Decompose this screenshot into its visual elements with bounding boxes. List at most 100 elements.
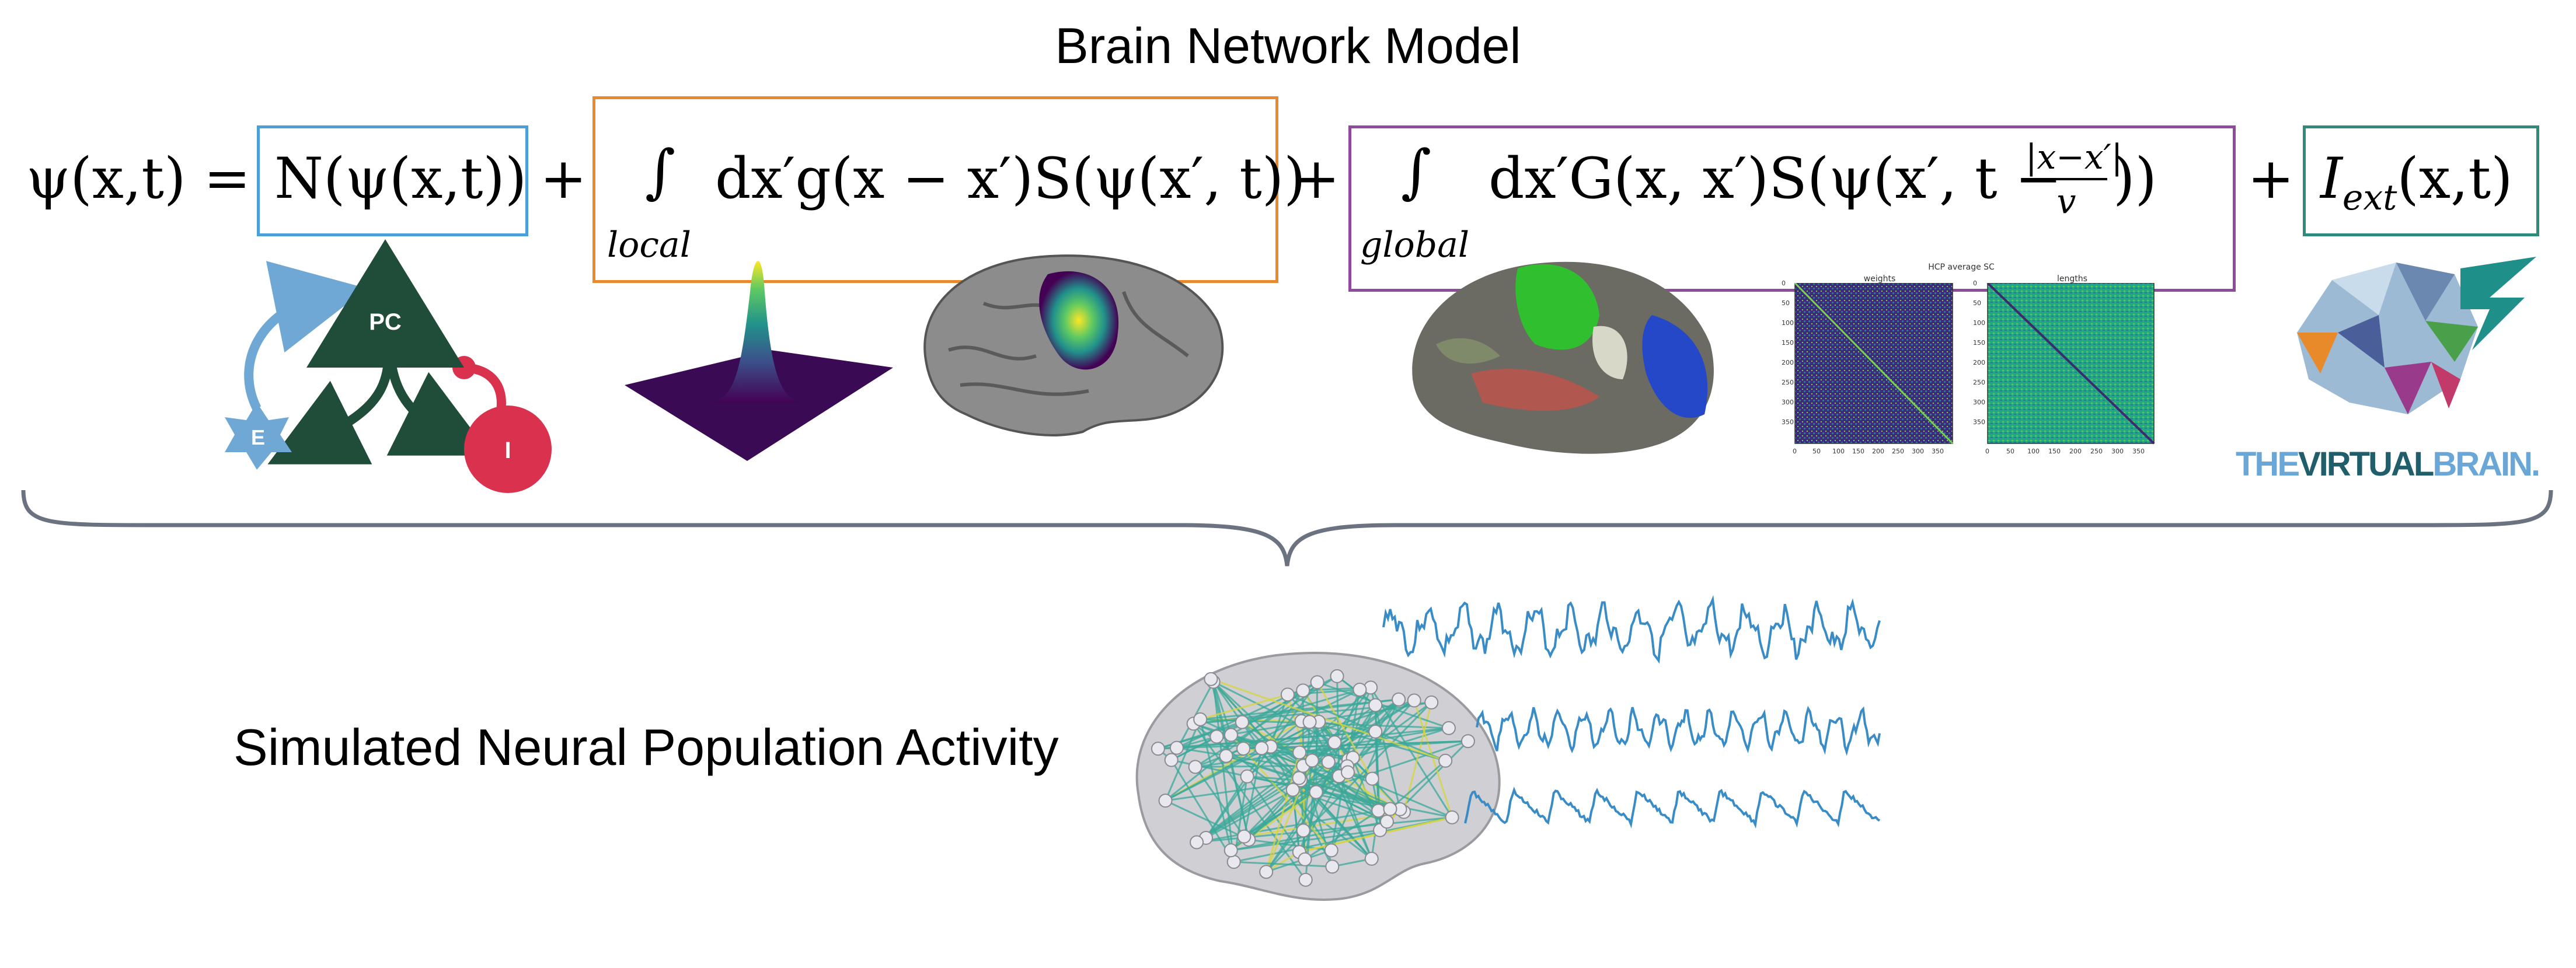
network-node bbox=[1158, 794, 1173, 808]
weights-x-tick: 0 bbox=[1793, 448, 1797, 455]
network-node bbox=[1340, 765, 1355, 780]
network-node bbox=[1324, 843, 1338, 858]
global-term-close: )) bbox=[2113, 146, 2157, 211]
connectivity-matrices bbox=[1794, 283, 2155, 445]
weights-x-tick: 300 bbox=[1912, 448, 1924, 455]
network-edge bbox=[1311, 760, 1379, 812]
logo-the: THE bbox=[2236, 445, 2300, 483]
network-node bbox=[1392, 692, 1406, 707]
activity-traces bbox=[1382, 595, 1881, 829]
weights-y-tick: 100 bbox=[1782, 319, 1794, 327]
activity-trace-2 bbox=[1476, 705, 1881, 756]
network-node bbox=[1330, 669, 1344, 683]
weights-x-tick: 150 bbox=[1852, 448, 1864, 455]
network-edge bbox=[1287, 693, 1446, 762]
local-activity-patch bbox=[1039, 271, 1119, 370]
network-node bbox=[1321, 754, 1336, 769]
network-node bbox=[1445, 810, 1459, 824]
network-node bbox=[1259, 865, 1274, 879]
weights-x-tick: 200 bbox=[1872, 448, 1884, 455]
fraction-denominator: v bbox=[2056, 181, 2076, 221]
external-input-term: Iext(x,t) bbox=[2320, 146, 2513, 218]
activity-trace-3 bbox=[1464, 787, 1881, 829]
cortex-local-activity bbox=[923, 254, 1224, 436]
weights-x-tick: 250 bbox=[1892, 448, 1904, 455]
lengths-x-tick: 250 bbox=[2090, 448, 2103, 455]
network-node bbox=[1365, 771, 1379, 786]
network-edge bbox=[1317, 681, 1449, 729]
weights-y-tick: 150 bbox=[1782, 339, 1794, 347]
activity-trace-1 bbox=[1382, 595, 1881, 664]
matrix-suptitle: HCP average SC bbox=[1928, 263, 1995, 272]
e-star bbox=[225, 403, 292, 470]
network-node bbox=[1151, 742, 1165, 756]
network-edge bbox=[1165, 719, 1201, 801]
ext-subscript: ext bbox=[2342, 177, 2397, 219]
network-edge bbox=[1266, 701, 1432, 873]
network-node bbox=[1190, 835, 1204, 850]
network-node bbox=[1204, 672, 1218, 686]
network-edge bbox=[1265, 752, 1301, 872]
weights-y-tick: 50 bbox=[1782, 299, 1790, 307]
logo-poly-7 bbox=[2425, 321, 2478, 362]
local-coupling-term: dx′g(x − x′)S(ψ(x′, t)) bbox=[715, 146, 1306, 211]
pc-to-i-arrow bbox=[386, 361, 492, 456]
weights-x-tick: 100 bbox=[1832, 448, 1845, 455]
parcel-blue bbox=[1642, 315, 1708, 418]
network-edge bbox=[1165, 690, 1304, 802]
logo-poly-1 bbox=[2332, 263, 2396, 315]
network-edge bbox=[1170, 759, 1235, 862]
output-caption: Simulated Neural Population Activity bbox=[233, 718, 1059, 776]
external-input-box bbox=[2303, 125, 2539, 236]
network-node bbox=[1223, 728, 1238, 742]
global-coupling-term: dx′G(x, x′)S(ψ(x′, t − bbox=[1489, 146, 2062, 211]
lengths-x-tick: 300 bbox=[2111, 448, 2124, 455]
tvb-logo-text: THEVIRTUALBRAIN. bbox=[2236, 445, 2540, 484]
network-brain bbox=[1135, 652, 1501, 901]
network-node bbox=[1302, 715, 1317, 729]
network-edge bbox=[1299, 687, 1372, 753]
lengths-x-tick: 0 bbox=[1985, 448, 1989, 455]
network-node bbox=[1441, 721, 1456, 735]
network-node bbox=[1364, 851, 1379, 866]
network-node bbox=[1237, 829, 1252, 844]
network-node bbox=[1368, 724, 1383, 739]
parcellated-brain bbox=[1412, 261, 1714, 454]
network-node bbox=[1193, 712, 1208, 726]
weights-y-tick: 250 bbox=[1782, 379, 1794, 386]
parcel-green bbox=[1515, 264, 1599, 350]
network-node bbox=[1325, 859, 1340, 874]
kernel-peak bbox=[712, 261, 800, 403]
weights-y-tick: 0 bbox=[1782, 279, 1786, 287]
gaussian-kernel-plot bbox=[625, 261, 893, 461]
network-node bbox=[1292, 771, 1306, 785]
ext-args: (x,t) bbox=[2397, 146, 2513, 211]
logo-poly-6 bbox=[2431, 362, 2460, 408]
network-node bbox=[1383, 802, 1397, 816]
network-edge bbox=[1309, 721, 1446, 762]
network-edge bbox=[1413, 700, 1453, 818]
network-node bbox=[1236, 741, 1251, 756]
network-node bbox=[1285, 782, 1300, 797]
network-edge bbox=[1336, 676, 1340, 777]
parcel-olive bbox=[1436, 338, 1500, 364]
network-node bbox=[1169, 740, 1184, 755]
network-node bbox=[1235, 715, 1249, 729]
logo-virtual: VIRTUAL bbox=[2298, 445, 2434, 483]
network-node bbox=[1298, 852, 1312, 866]
network-edge bbox=[1212, 682, 1232, 736]
brace-path bbox=[21, 490, 2553, 567]
local-integral-sign: ∫ bbox=[645, 137, 676, 205]
network-node bbox=[1296, 683, 1310, 698]
weights-x-tick: 50 bbox=[1812, 448, 1821, 455]
network-node bbox=[1309, 785, 1323, 799]
network-node bbox=[1296, 823, 1310, 838]
network-edge bbox=[1210, 678, 1446, 762]
lengths-y-tick: 250 bbox=[1973, 379, 1985, 386]
brain-outline bbox=[1412, 261, 1714, 454]
lengths-y-tick: 100 bbox=[1973, 319, 1985, 327]
lengths-x-tick: 200 bbox=[2069, 448, 2082, 455]
lengths-y-tick: 50 bbox=[1973, 299, 1981, 307]
global-subscript: global bbox=[1360, 225, 1470, 265]
tvb-logo-brain bbox=[2297, 257, 2536, 414]
